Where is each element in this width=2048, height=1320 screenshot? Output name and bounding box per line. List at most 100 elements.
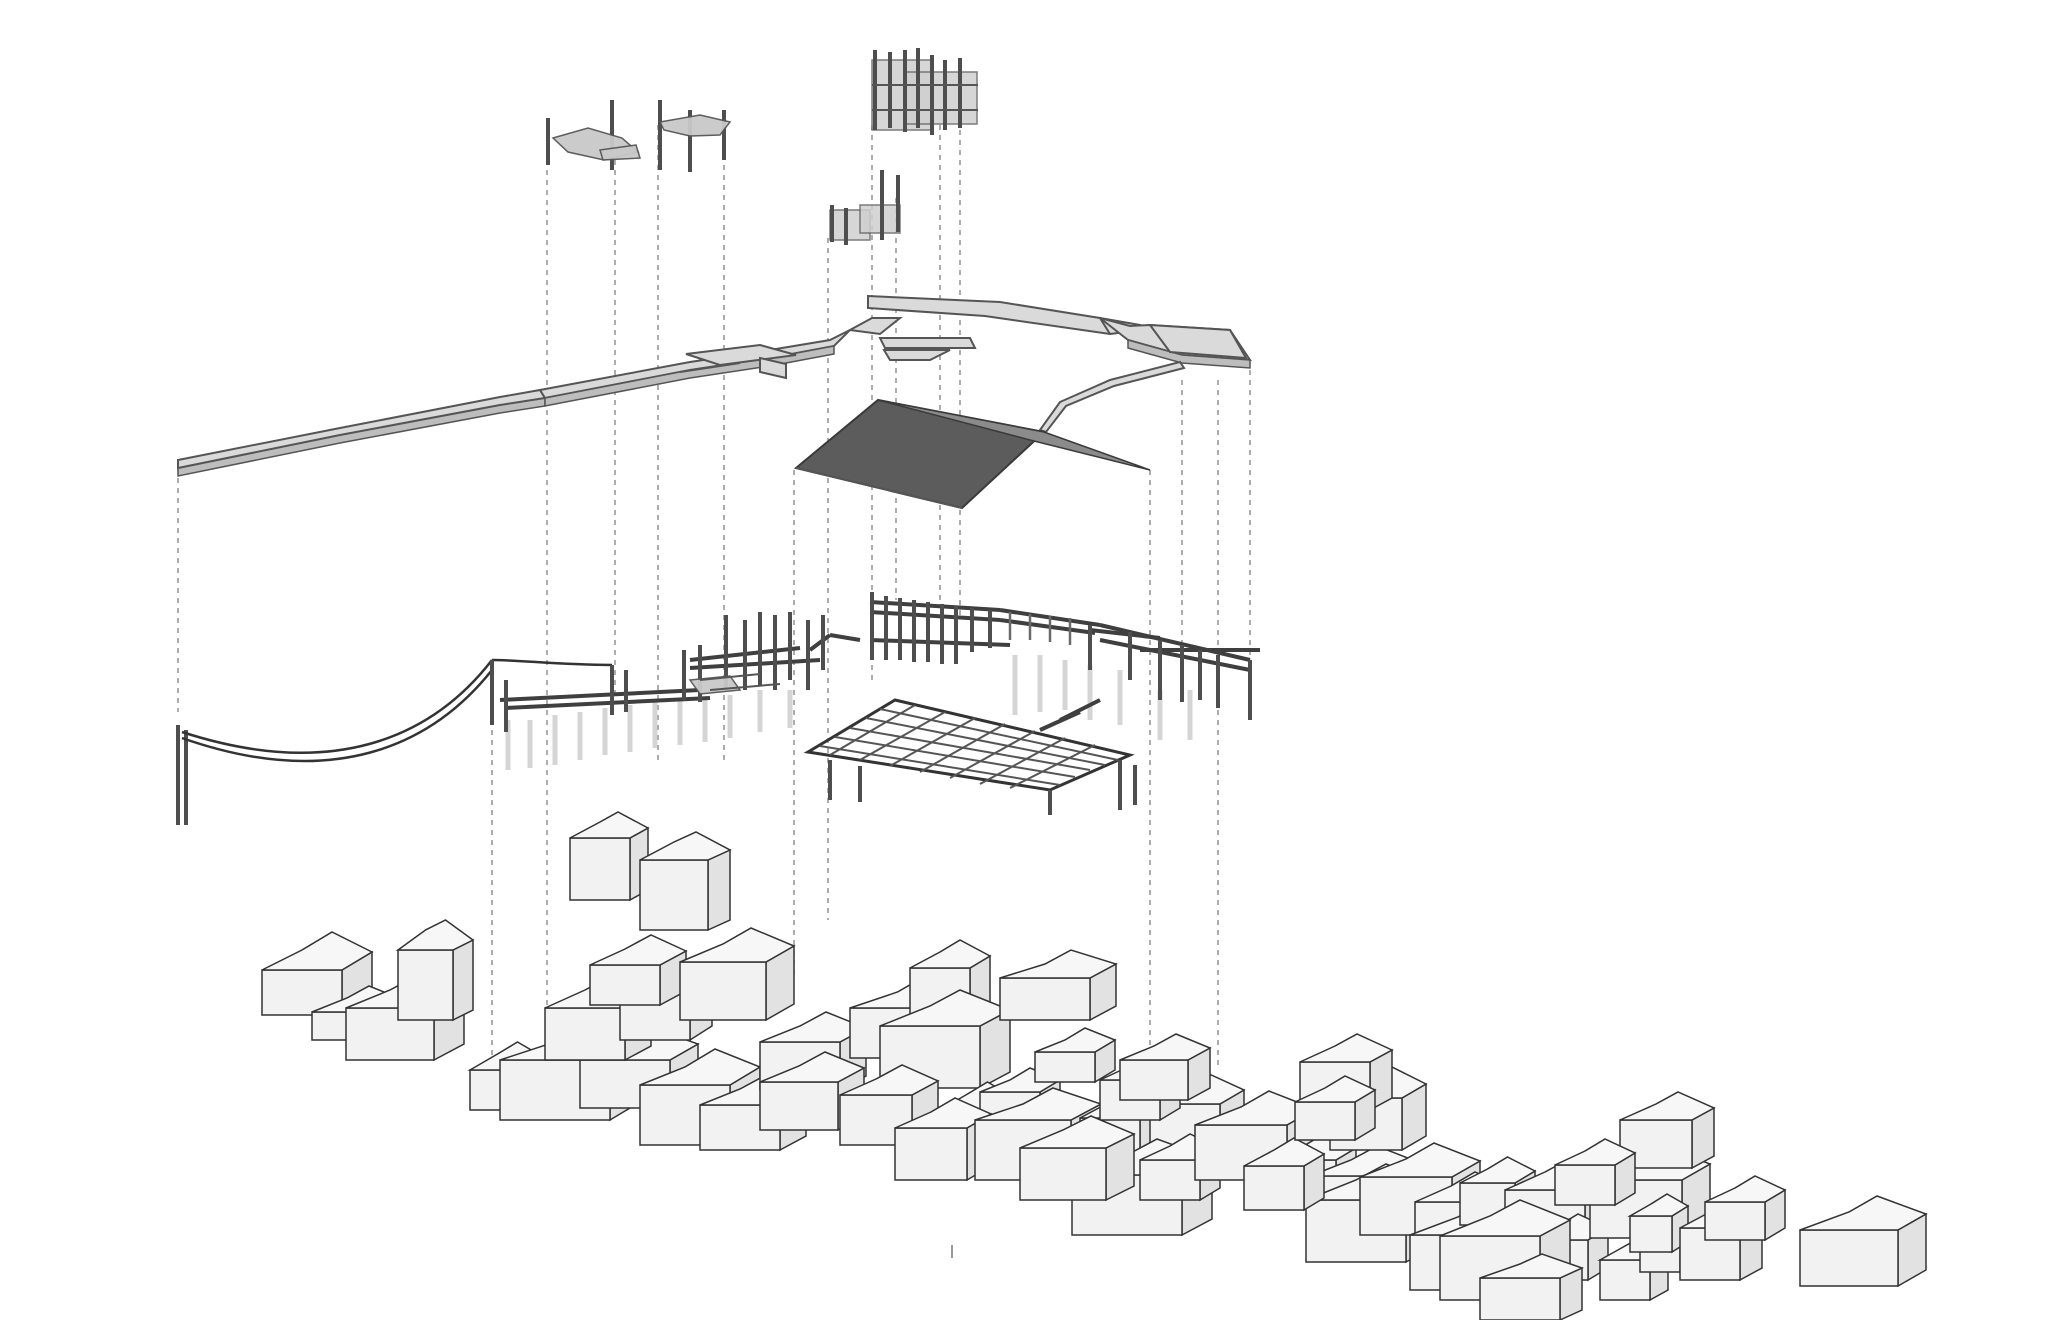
house-roof [894, 1097, 993, 1129]
roof-frame-outline [803, 698, 1135, 792]
house-roof [974, 1087, 1103, 1121]
house-roof [1479, 1253, 1585, 1279]
house-roof-ridge [1273, 1137, 1295, 1151]
walkway-deck-layer [177, 294, 1252, 477]
rafter [879, 708, 1119, 761]
house-roof-ridge [1848, 1195, 1878, 1213]
house-roof-ridge [1489, 1199, 1521, 1217]
house-roof [1034, 1027, 1117, 1053]
house-roof-ridge [1519, 1253, 1543, 1265]
purlin [949, 730, 1036, 779]
walkway-surface [538, 329, 851, 400]
walkway-surface [846, 317, 903, 336]
house-front-wall [544, 1007, 626, 1061]
purlin [1009, 744, 1096, 789]
existing-village-layer [261, 811, 1928, 1320]
upper-frame [869, 592, 1260, 732]
house-roof-ridge [798, 1051, 826, 1067]
house-roof-ridge [1062, 1115, 1092, 1131]
house-roof [839, 1064, 940, 1096]
truss-chord [999, 618, 1096, 635]
house-roof [759, 1011, 868, 1043]
rafter [819, 745, 1061, 786]
deck-beam [829, 633, 861, 642]
house-roof-ridge [799, 1011, 827, 1027]
deck-joist [699, 673, 761, 681]
stair-stringer [1039, 710, 1081, 732]
rafter [865, 717, 1106, 766]
house-roof [909, 939, 992, 969]
suspension-cable [181, 669, 493, 763]
house-roof-ridge [599, 811, 619, 823]
deck-beam [808, 633, 832, 652]
house-roof-ridge [939, 939, 961, 953]
walkway-surface [867, 294, 1134, 336]
roof-edge [795, 467, 963, 509]
house-roof-ridge [624, 934, 652, 950]
walkway-platform [882, 349, 951, 361]
purlin [979, 737, 1066, 785]
deck-beam [499, 688, 701, 702]
house-roof [1439, 1199, 1572, 1237]
walkway-edge [177, 397, 546, 477]
house-roof-ridge [722, 927, 752, 945]
house-roof-ridge [1064, 1027, 1086, 1041]
walkway-surface [177, 388, 547, 470]
house-roof-ridge [1324, 1075, 1346, 1089]
purlin [829, 704, 916, 756]
shade-membrane [599, 144, 641, 161]
house-roof-ridge [497, 1041, 518, 1055]
house-roof-ridge [301, 931, 333, 951]
screen-cluster-tall [871, 48, 978, 135]
house-roof-ridge [1169, 1133, 1191, 1147]
house-front-wall [1139, 1159, 1201, 1201]
house-roof-ridge [425, 919, 446, 931]
house-front-wall [1629, 1215, 1673, 1253]
house-roof-ridge [1153, 1033, 1177, 1047]
suspension-cable [181, 659, 493, 754]
house-front-wall [1799, 1229, 1899, 1287]
house-front-wall [1243, 1165, 1305, 1211]
house-roof [589, 934, 688, 966]
house-roof-ridge [929, 989, 961, 1007]
house-roof-ridge [967, 1081, 988, 1095]
house-front-wall [589, 964, 661, 1006]
stair-flight [1038, 360, 1186, 434]
house-roof-ridge [346, 985, 370, 999]
house-front-wall [1034, 1051, 1096, 1083]
house-roof-ridge [875, 1064, 903, 1080]
house-roof [1294, 1075, 1377, 1103]
walkway-platform [878, 337, 977, 349]
house-roof [1627, 1193, 1690, 1217]
house-roof [1194, 1090, 1317, 1126]
truss-chord [1099, 623, 1251, 662]
house-roof [1019, 1115, 1136, 1149]
house-roof [1243, 1137, 1326, 1167]
house-roof-ridge [1584, 1138, 1606, 1152]
house-side-wall [707, 848, 731, 932]
house-roof [1554, 1138, 1637, 1166]
house-front-wall [1019, 1147, 1107, 1201]
house-roof-ridge [673, 831, 697, 843]
house-front-wall [1119, 1059, 1189, 1101]
house-roof [261, 931, 374, 971]
roof-canopy-panel [793, 398, 1047, 510]
purlin [889, 717, 976, 767]
roof-frame [803, 698, 1137, 815]
house-front-wall [1479, 1277, 1561, 1320]
left-deck-frame [490, 612, 861, 732]
walkway-surface [1147, 323, 1248, 360]
house-roof [639, 831, 732, 861]
house-front-wall [759, 1081, 839, 1131]
house-roof [1119, 1033, 1212, 1061]
house-roof-ridge [1009, 1067, 1031, 1081]
house-roof [639, 1048, 762, 1086]
walkway-platform [685, 343, 797, 367]
house-roof [1359, 1142, 1482, 1178]
roof-canopy-layer [793, 398, 1151, 510]
house-roof-ridge [930, 1097, 956, 1113]
house-roof-ridge [1650, 1193, 1668, 1205]
house-roof-ridge [1734, 1175, 1756, 1189]
